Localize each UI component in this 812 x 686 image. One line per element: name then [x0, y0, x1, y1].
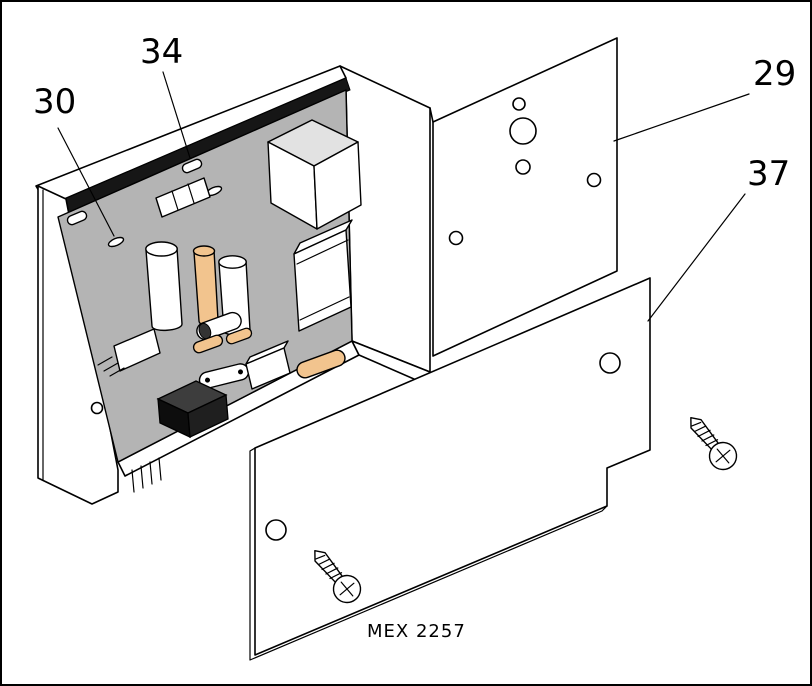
figure-caption: MEX 2257 — [367, 621, 466, 642]
component-box — [245, 340, 291, 390]
retaining-clip-body — [66, 210, 88, 226]
cover-plate-thickness — [249, 447, 608, 661]
phillips-cross-icon — [339, 581, 355, 597]
connector-top — [155, 177, 211, 218]
fuse-end-dot — [237, 369, 243, 375]
callout-label-37: 37 — [747, 154, 790, 194]
screw-threads — [691, 421, 719, 447]
connector-top-slots — [171, 183, 195, 211]
screw-threads — [315, 554, 343, 580]
fuse-end-dot — [205, 377, 211, 383]
callout-leader-34 — [162, 71, 191, 159]
mounting-hole — [512, 97, 526, 111]
callout-leader-37 — [647, 193, 746, 322]
cover-plate-hole — [599, 352, 621, 374]
black-relay-side — [187, 394, 229, 438]
capacitor-horizontal — [196, 311, 242, 341]
board-components — [66, 119, 362, 439]
chassis-back-wall — [339, 65, 431, 373]
callout-label-34: 34 — [140, 32, 183, 72]
rear-panel-face — [432, 37, 618, 357]
callout-label-30: 30 — [33, 82, 76, 122]
resistor-tan-1 — [192, 334, 224, 354]
callout-leader-29 — [613, 93, 750, 142]
callouts: 30 34 29 37 — [33, 32, 796, 322]
retaining-clip-body — [181, 158, 203, 174]
flange-hole — [90, 401, 104, 415]
board-slot — [107, 236, 125, 248]
cover-plate — [249, 277, 651, 661]
capacitor-tan-large — [296, 349, 346, 379]
callout-leader-30 — [57, 127, 115, 237]
screw-right — [690, 416, 738, 471]
board-pins-bottom — [131, 457, 162, 493]
chassis-left-flange — [37, 185, 119, 505]
callout-label-29: 29 — [753, 54, 796, 94]
mounting-hole — [586, 172, 602, 188]
component-box-face — [245, 347, 291, 390]
retaining-clip-1 — [66, 210, 88, 226]
mounting-hole-large — [509, 117, 537, 145]
relay — [293, 219, 353, 332]
capacitor-large-1 — [145, 241, 183, 331]
capacitor-top — [218, 255, 247, 269]
cover-plate-hole — [265, 519, 287, 541]
transformer — [267, 119, 362, 230]
rear-mounting-panel — [432, 37, 618, 357]
capacitor-tan-top — [192, 245, 216, 257]
resistor-tan-2 — [225, 327, 253, 345]
relay-face — [293, 229, 352, 332]
retaining-clip-2 — [181, 158, 203, 174]
chassis-step-edge — [429, 107, 434, 123]
connector-left — [97, 328, 161, 377]
transformer-right-face — [313, 141, 362, 230]
phillips-cross-icon — [715, 448, 731, 464]
cover-plate-face — [254, 277, 651, 656]
capacitor-top — [145, 241, 178, 257]
screw-bottom — [314, 549, 362, 604]
black-relay — [156, 380, 229, 439]
capacitor-body — [145, 247, 183, 331]
mounting-hole — [515, 159, 531, 175]
relay-detail-lines — [296, 239, 350, 321]
connector-left-pins — [97, 356, 125, 377]
mounting-hole — [448, 230, 464, 246]
